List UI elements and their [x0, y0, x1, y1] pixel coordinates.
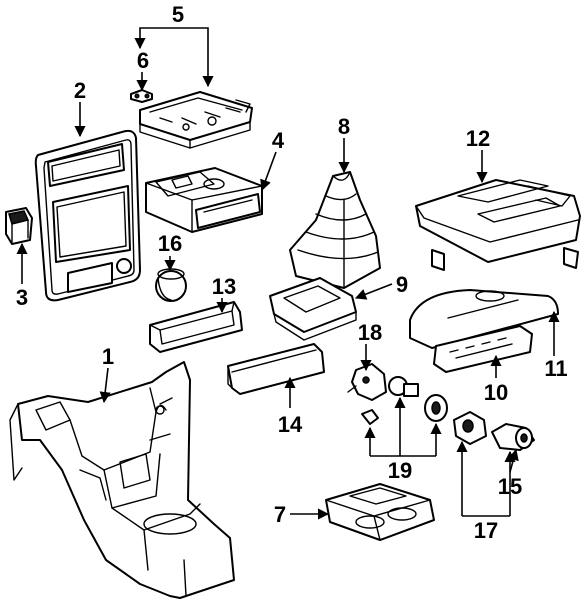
callout-19: 19	[388, 458, 412, 483]
part-9-retainer	[269, 277, 357, 341]
part-6-clip	[130, 89, 153, 103]
callout-1: 1	[102, 344, 114, 369]
callout-5: 5	[172, 2, 184, 27]
part-1-console	[9, 361, 235, 599]
part-12-shifter-bezel	[415, 179, 581, 271]
callout-8: 8	[338, 114, 350, 139]
leader-lines	[16, 27, 560, 520]
part-15-lighter	[491, 423, 535, 451]
part-5-bracket	[139, 91, 253, 149]
part-7-cupholder	[325, 483, 435, 541]
callout-7: 7	[274, 502, 286, 527]
callout-15: 15	[498, 474, 522, 499]
part-13-trim-ring	[149, 301, 243, 353]
callout-4: 4	[272, 128, 285, 153]
callout-11: 11	[544, 356, 567, 381]
callout-9: 9	[396, 272, 408, 297]
part-3-clip	[5, 207, 33, 245]
callout-12: 12	[466, 126, 490, 151]
part-4-tray	[145, 167, 263, 233]
callout-6: 6	[137, 48, 149, 73]
part-17-lighter-socket	[453, 411, 487, 445]
part-14-filler-plate	[227, 343, 325, 395]
part-10-switch-plate	[433, 325, 533, 373]
callout-17: 17	[474, 518, 498, 543]
callout-16: 16	[158, 231, 182, 256]
part-19-sockets	[361, 376, 448, 425]
callout-18: 18	[358, 320, 382, 345]
callout-13: 13	[212, 274, 236, 299]
callout-14: 14	[278, 412, 303, 437]
callout-labels: 5 6 2 3 4 16 13 1 8 9 12 11 10 14 18 19 …	[16, 2, 568, 543]
callout-10: 10	[484, 380, 508, 405]
part-16-knob	[155, 268, 187, 302]
callout-3: 3	[16, 285, 28, 310]
callout-2: 2	[74, 78, 86, 103]
part-2-bezel	[34, 129, 141, 302]
part-8-shift-boot	[289, 171, 381, 289]
part-18-lamp	[347, 363, 387, 401]
